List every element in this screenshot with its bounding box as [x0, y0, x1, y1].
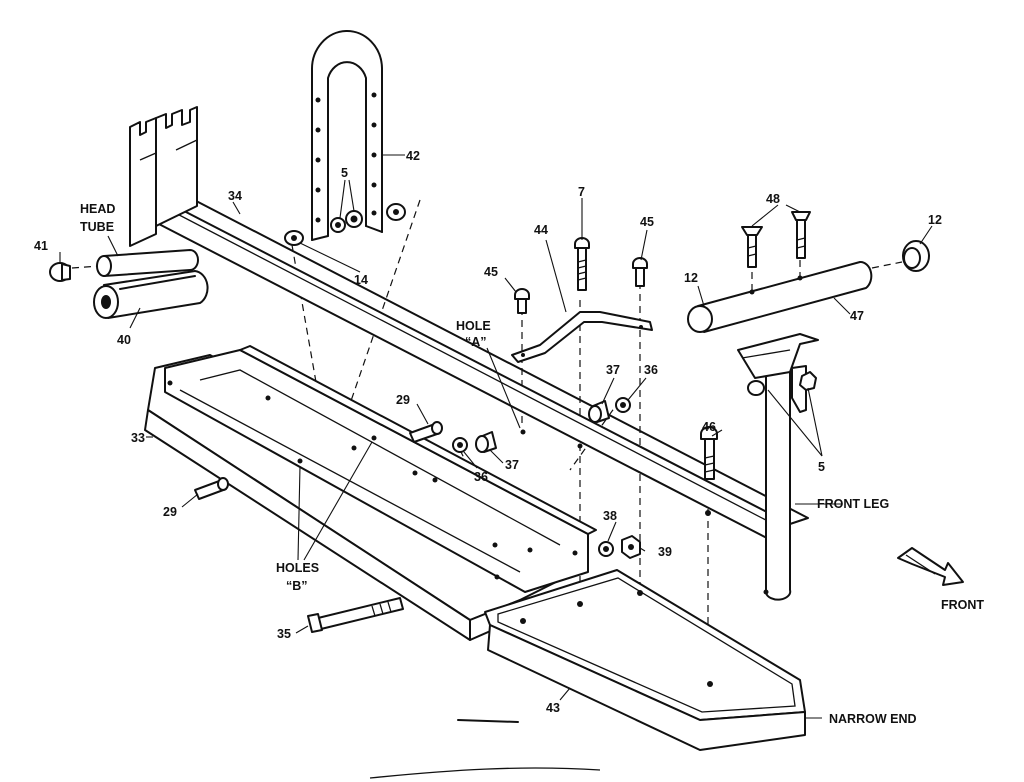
label-narrow-end: NARROW END — [829, 712, 917, 726]
label-holes-b-line2: “B” — [286, 579, 308, 593]
footrest-pad — [484, 569, 806, 751]
part-number-35: 35 — [277, 627, 291, 641]
part-number-37-center: 37 — [505, 458, 519, 472]
foam-roller — [93, 270, 209, 319]
part-number-12-left: 12 — [684, 271, 698, 285]
part-number-5-top: 5 — [341, 166, 348, 180]
label-head-tube-line1: HEAD — [80, 202, 115, 216]
part-number-48: 48 — [766, 192, 780, 206]
label-hole-a-line2: “A” — [465, 335, 487, 349]
part-number-5-right: 5 — [818, 460, 825, 474]
end-cap — [49, 262, 71, 282]
part-number-29-top: 29 — [396, 393, 410, 407]
u-bracket — [310, 30, 383, 241]
part-number-45-left: 45 — [484, 265, 498, 279]
label-front-leg: FRONT LEG — [817, 497, 889, 511]
part-number-38: 38 — [603, 509, 617, 523]
head-bracket — [129, 106, 198, 247]
part-number-37-right: 37 — [606, 363, 620, 377]
text-labels: HEAD TUBE HOLE “A” HOLES “B” FRONT LEG F… — [34, 149, 984, 726]
label-holes-b-line1: HOLES — [276, 561, 319, 575]
part-number-36-center: 36 — [474, 470, 488, 484]
leader-lines — [59, 154, 933, 719]
label-hole-a-line1: HOLE — [456, 319, 491, 333]
part-number-12-right: 12 — [928, 213, 942, 227]
part-number-43: 43 — [546, 701, 560, 715]
part-number-47: 47 — [850, 309, 864, 323]
spacers-washers — [452, 397, 631, 453]
part-number-46: 46 — [702, 420, 716, 434]
part-number-42: 42 — [406, 149, 420, 163]
part-number-39: 39 — [658, 545, 672, 559]
front-direction-arrow — [897, 547, 964, 586]
bracket-44 — [511, 311, 653, 363]
scan-marks — [369, 719, 601, 779]
part-number-41: 41 — [34, 239, 48, 253]
end-cap-12 — [902, 240, 930, 272]
part-number-44: 44 — [534, 223, 548, 237]
front-tube — [687, 260, 873, 333]
part-number-33: 33 — [131, 431, 145, 445]
part-number-36-right: 36 — [644, 363, 658, 377]
part-number-7: 7 — [578, 185, 585, 199]
part-number-40: 40 — [117, 333, 131, 347]
part-number-34: 34 — [228, 189, 242, 203]
bracket-fasteners — [284, 203, 406, 246]
nut-washer-38-39 — [598, 535, 641, 559]
head-tube — [96, 249, 199, 277]
bolts — [194, 211, 811, 633]
label-head-tube-line2: TUBE — [80, 220, 114, 234]
part-number-14: 14 — [354, 273, 368, 287]
label-front: FRONT — [941, 598, 984, 612]
part-number-45-right: 45 — [640, 215, 654, 229]
front-leg — [737, 333, 819, 601]
part-number-29-bottom: 29 — [163, 505, 177, 519]
